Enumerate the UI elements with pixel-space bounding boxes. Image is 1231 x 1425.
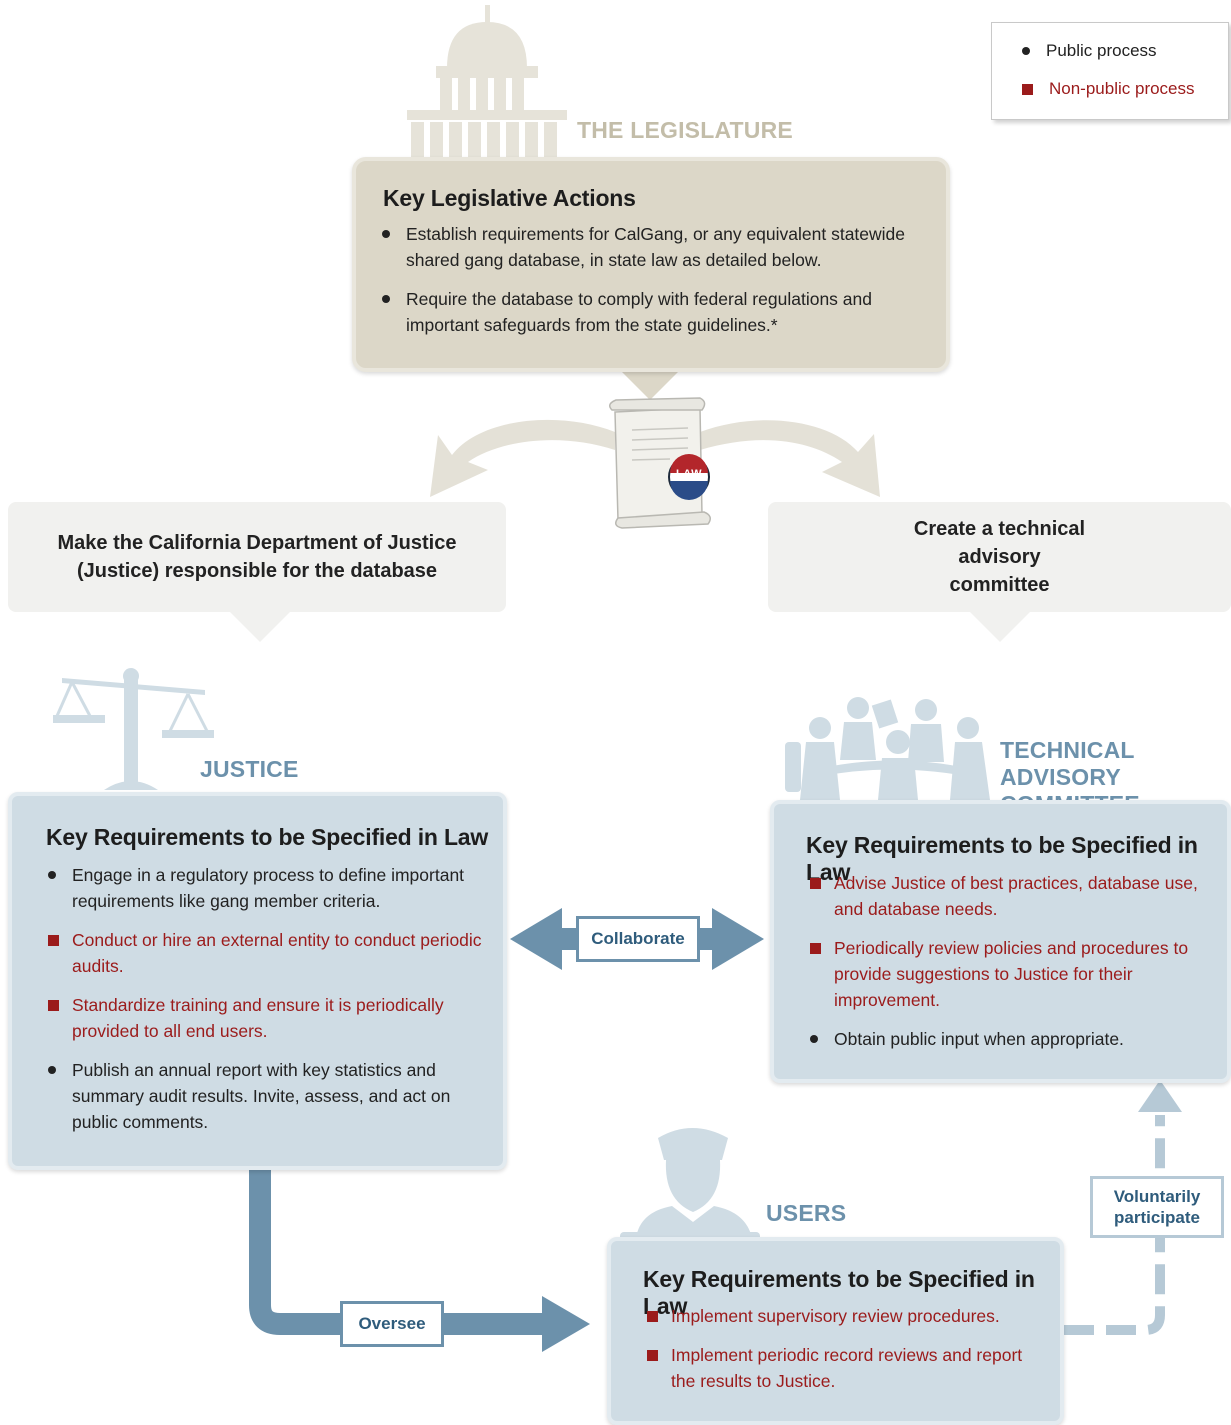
list-item: Require the database to comply with fede…	[380, 286, 920, 338]
left-branch-pointer	[228, 610, 292, 642]
legend: Public process Non-public process	[991, 22, 1229, 120]
scales-icon	[53, 668, 214, 790]
non-public-square-icon	[810, 943, 821, 954]
non-public-square-icon	[1022, 83, 1033, 95]
users-box: Key Requirements to be Specified in Law …	[607, 1237, 1064, 1425]
list-item: Establish requirements for CalGang, or a…	[380, 221, 920, 273]
list-item: Standardize training and ensure it is pe…	[46, 992, 486, 1044]
list-item: Implement periodic record reviews and re…	[645, 1342, 1045, 1394]
committee-box-heading: Key Requirements to be Specified in Law	[806, 832, 1198, 885]
non-public-square-icon	[647, 1350, 658, 1361]
capitol-icon	[407, 5, 567, 158]
committee-items: Advise Justice of best practices, databa…	[808, 870, 1208, 1065]
list-item: Obtain public input when appropriate.	[808, 1026, 1208, 1052]
committee-title-line1: TECHNICAL	[1000, 737, 1135, 763]
legend-non-public: Non-public process	[1022, 79, 1195, 99]
justice-title: JUSTICE	[200, 756, 299, 782]
justice-items: Engage in a regulatory process to define…	[46, 862, 486, 1148]
public-bullet-icon	[48, 1066, 56, 1074]
public-bullet-icon	[382, 295, 390, 303]
voluntary-arrow	[1064, 1080, 1182, 1335]
legislature-title: THE LEGISLATURE	[577, 117, 793, 143]
legislature-box-heading: Key Legislative Actions	[383, 185, 636, 211]
voluntary-label: Voluntarily participate	[1090, 1176, 1224, 1238]
branch-committee-box: Create a technical advisory committee	[768, 502, 1231, 612]
legend-non-public-label: Non-public process	[1049, 79, 1195, 98]
legislature-items: Establish requirements for CalGang, or a…	[380, 221, 920, 351]
collaborate-label: Collaborate	[576, 916, 700, 962]
non-public-square-icon	[647, 1311, 658, 1322]
non-public-square-icon	[810, 878, 821, 889]
committee-icon	[785, 697, 990, 800]
list-item: Advise Justice of best practices, databa…	[808, 870, 1208, 922]
public-bullet-icon	[48, 871, 56, 879]
branch-justice-text: Make the California Department of Justic…	[57, 532, 457, 582]
legislature-box: Key Legislative Actions Establish requir…	[352, 157, 950, 372]
branch-arrow-left	[430, 419, 615, 497]
public-bullet-icon	[810, 1035, 818, 1043]
non-public-square-icon	[48, 935, 59, 946]
justice-box-heading: Key Requirements to be Specified in Law	[46, 824, 489, 850]
users-box-heading: Key Requirements to be Specified in Law	[643, 1266, 1035, 1319]
list-item: Publish an annual report with key statis…	[46, 1057, 486, 1135]
law-scroll-icon	[609, 397, 711, 529]
oversee-arrow	[249, 1168, 590, 1352]
list-item: Implement supervisory review procedures.	[645, 1303, 1045, 1329]
right-branch-pointer	[968, 610, 1032, 642]
law-badge-text: LAW	[676, 468, 702, 480]
list-item: Periodically review policies and procedu…	[808, 935, 1208, 1013]
list-item: Conduct or hire an external entity to co…	[46, 927, 486, 979]
list-item: Engage in a regulatory process to define…	[46, 862, 486, 914]
branch-arrow-right	[700, 420, 880, 497]
non-public-square-icon	[48, 1000, 59, 1011]
committee-box: Key Requirements to be Specified in Law …	[770, 800, 1231, 1083]
legend-public: Public process	[1022, 41, 1157, 61]
users-items: Implement supervisory review procedures.…	[645, 1303, 1045, 1407]
public-bullet-icon	[382, 230, 390, 238]
branch-committee-text: Create a technical advisory committee	[913, 518, 1086, 596]
justice-box: Key Requirements to be Specified in Law …	[8, 792, 507, 1170]
public-bullet-icon	[1022, 47, 1030, 55]
oversee-label: Oversee	[340, 1301, 444, 1347]
branch-justice-box: Make the California Department of Justic…	[8, 502, 506, 612]
officer-icon	[620, 1128, 760, 1242]
legislature-pointer	[618, 368, 682, 400]
users-title: USERS	[766, 1200, 847, 1226]
legend-public-label: Public process	[1046, 41, 1157, 60]
